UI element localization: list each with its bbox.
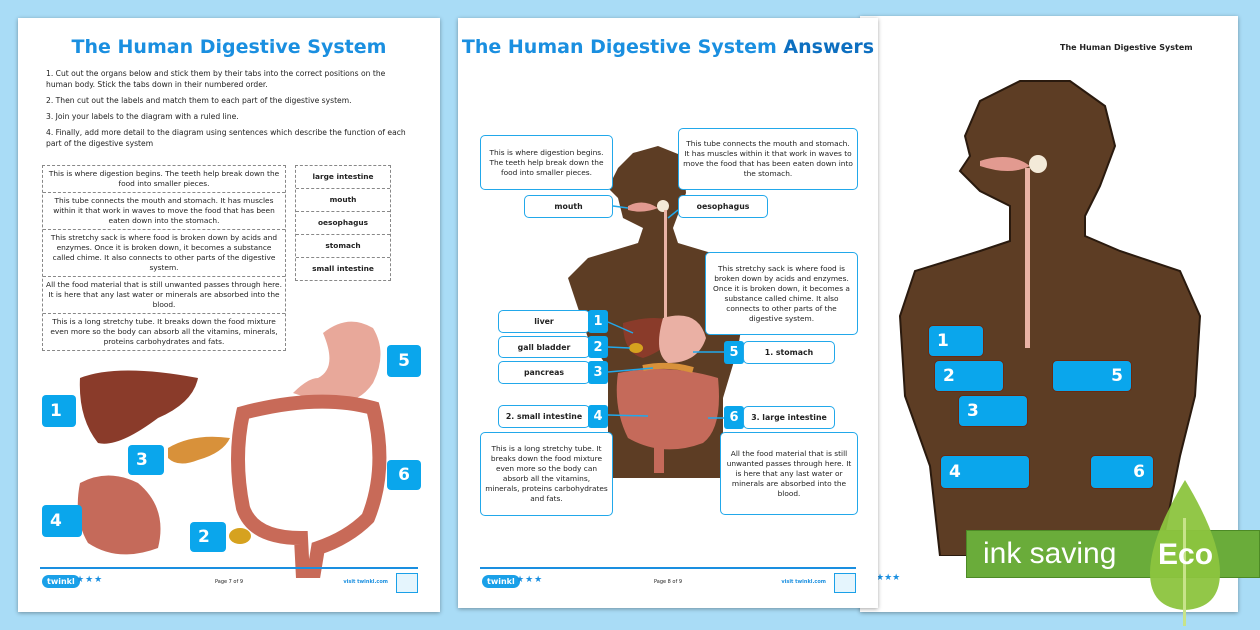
description-card[interactable]: This stretchy sack is where food is brok…	[43, 230, 285, 277]
twinkl-logo: twinkl	[42, 575, 80, 588]
instruction-item: 4. Finally, add more detail to the diagr…	[46, 128, 406, 148]
large-intestine-image	[231, 394, 387, 578]
page-number: Page 7 of 9	[214, 579, 244, 585]
rating-stars: ★★★	[516, 575, 544, 585]
page-title: The Human Digestive System Answers	[458, 36, 878, 58]
description-card[interactable]: This tube connects the mouth and stomach…	[43, 193, 285, 230]
page-footer: twinkl ★★★ Page 8 of 9 visit twinkl.com	[480, 567, 856, 597]
label-large-intestine: 3. large intestine	[743, 406, 835, 429]
ink-saving-text: ink saving	[983, 537, 1117, 570]
body-diagram	[568, 146, 748, 478]
label-mouth: mouth	[524, 195, 613, 218]
page-title: The Human Digestive System	[71, 36, 387, 58]
organ-tab-6[interactable]: 6	[387, 460, 421, 490]
quality-badge-icon	[396, 573, 418, 593]
organ-tab-5[interactable]: 5	[1052, 360, 1132, 392]
small-intestine-image	[77, 475, 161, 555]
label-card[interactable]: oesophagus	[296, 212, 390, 235]
title-main: The Human Digestive System	[461, 36, 777, 58]
pancreas-image	[168, 436, 230, 464]
label-card[interactable]: stomach	[296, 235, 390, 258]
organ-tab-2[interactable]: 2	[190, 522, 226, 552]
instructions-list: 1. Cut out the organs below and stick th…	[46, 68, 406, 154]
description-card[interactable]: All the food material that is still unwa…	[43, 277, 285, 314]
leaf-icon	[1150, 480, 1220, 626]
visit-link[interactable]: visit twinkl.com	[781, 579, 826, 585]
label-card[interactable]: small intestine	[312, 264, 374, 273]
instruction-item: 2. Then cut out the labels and match the…	[46, 96, 352, 105]
number-tab-2: 2	[588, 336, 608, 358]
number-tab-5: 5	[724, 341, 744, 364]
eco-badge-text: Eco	[1158, 538, 1214, 571]
stomach-image	[293, 321, 381, 403]
organ-tab-4[interactable]: 4	[42, 505, 82, 537]
instruction-item: 3. Join your labels to the diagram with …	[46, 112, 239, 121]
label-gall-bladder: gall bladder	[498, 336, 590, 358]
number-tab-4: 4	[588, 405, 608, 428]
rating-stars: ★★★	[76, 575, 104, 585]
description-cutouts: This is where digestion begins. The teet…	[42, 165, 286, 351]
label-small-intestine: 2. small intestine	[498, 405, 590, 428]
large-intestine-description: All the food material that is still unwa…	[720, 432, 858, 515]
quality-badge-icon	[834, 573, 856, 593]
small-intestine-description: This is a long stretchy tube. It breaks …	[480, 432, 613, 516]
worksheet-page-9: The Human Digestive System 1 2 3 5 4 6 ★…	[860, 16, 1238, 612]
organ-tab-4[interactable]: 4	[940, 455, 1030, 489]
organ-tab-3[interactable]: 3	[958, 395, 1028, 427]
body-silhouette	[898, 80, 1202, 556]
organ-tab-3[interactable]: 3	[128, 445, 164, 475]
label-liver: liver	[498, 310, 590, 333]
stomach-description: This stretchy sack is where food is brok…	[705, 252, 858, 335]
liver-image	[79, 370, 198, 444]
visit-link[interactable]: visit twinkl.com	[343, 579, 388, 585]
page-footer: twinkl ★★★ Page 7 of 9 visit twinkl.com	[40, 567, 418, 597]
instruction-item: 1. Cut out the organs below and stick th…	[46, 69, 386, 89]
description-card[interactable]: This is where digestion begins. The teet…	[43, 166, 285, 193]
organ-tab-1[interactable]: 1	[928, 325, 984, 357]
rating-stars: ★★★	[876, 573, 901, 583]
label-stomach: 1. stomach	[743, 341, 835, 364]
organ-tab-6[interactable]: 6	[1090, 455, 1154, 489]
label-oesophagus: oesophagus	[678, 195, 768, 218]
description-card[interactable]: This is a long stretchy tube. It breaks …	[50, 317, 278, 346]
worksheet-page-8: The Human Digestive System Answers This …	[458, 18, 878, 608]
organ-illustrations	[77, 321, 387, 578]
title-answers: Answers	[783, 36, 875, 58]
number-tab-6: 6	[724, 406, 744, 429]
gall-bladder-image	[229, 528, 251, 544]
label-card[interactable]: large intestine	[296, 166, 390, 189]
organ-tab-2[interactable]: 2	[934, 360, 1004, 392]
organ-tab-5[interactable]: 5	[387, 345, 421, 377]
label-pancreas: pancreas	[498, 361, 590, 384]
label-cutouts: large intestine mouth oesophagus stomach…	[295, 165, 391, 281]
number-tab-1: 1	[588, 310, 608, 333]
organ-tab-1[interactable]: 1	[42, 395, 76, 427]
page-number: Page 8 of 9	[653, 579, 683, 585]
worksheet-page-7: The Human Digestive System 1. Cut out th…	[18, 18, 440, 612]
page-title: The Human Digestive System	[1060, 43, 1193, 52]
number-tab-3: 3	[588, 361, 608, 384]
mouth-description: This is where digestion begins. The teet…	[480, 135, 613, 190]
label-card[interactable]: mouth	[296, 189, 390, 212]
twinkl-logo: twinkl	[482, 575, 520, 588]
oesophagus-description: This tube connects the mouth and stomach…	[678, 128, 858, 190]
